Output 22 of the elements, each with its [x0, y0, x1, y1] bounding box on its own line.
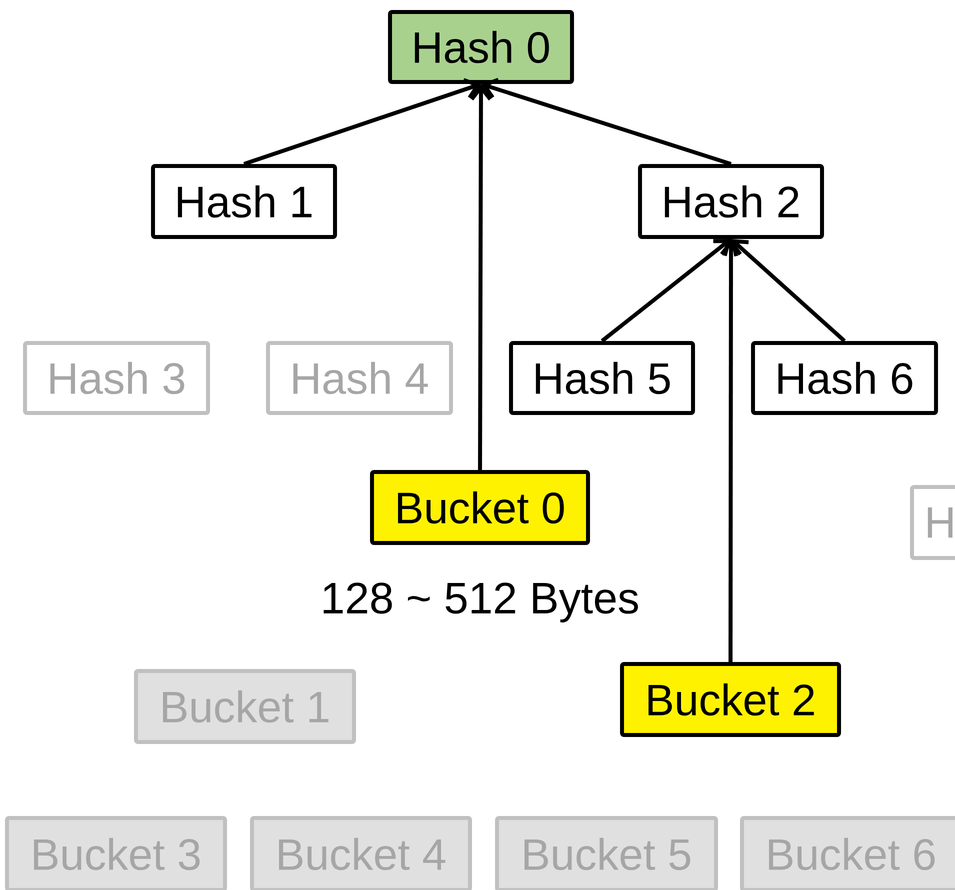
- hash-box: Hash 2: [638, 164, 824, 239]
- bucket-box: Bucket 5: [495, 816, 718, 890]
- arrow: [481, 78, 732, 166]
- hash-box: Hash 1: [151, 164, 337, 239]
- hash-box: Hash 4: [266, 341, 453, 415]
- arrow: [720, 238, 742, 662]
- bucket-box: Bucket 3: [5, 816, 227, 890]
- hash-box: H: [910, 485, 955, 560]
- arrow: [600, 238, 731, 343]
- hash-box: Hash 5: [509, 341, 695, 415]
- arrow: [243, 78, 482, 166]
- arrow: [731, 238, 846, 342]
- bucket-box: Bucket 4: [250, 816, 472, 890]
- arrow: [470, 84, 492, 470]
- bucket-box: Bucket 6: [740, 816, 955, 890]
- hash-box: Hash 6: [751, 341, 938, 415]
- hash-box: Hash 0: [388, 10, 574, 84]
- size-caption: 128 ~ 512 Bytes: [324, 582, 638, 622]
- bucket-box: Bucket 0: [370, 470, 590, 545]
- bucket-box: Bucket 1: [134, 669, 356, 744]
- hash-box: Hash 3: [23, 341, 210, 415]
- bucket-box: Bucket 2: [620, 662, 842, 737]
